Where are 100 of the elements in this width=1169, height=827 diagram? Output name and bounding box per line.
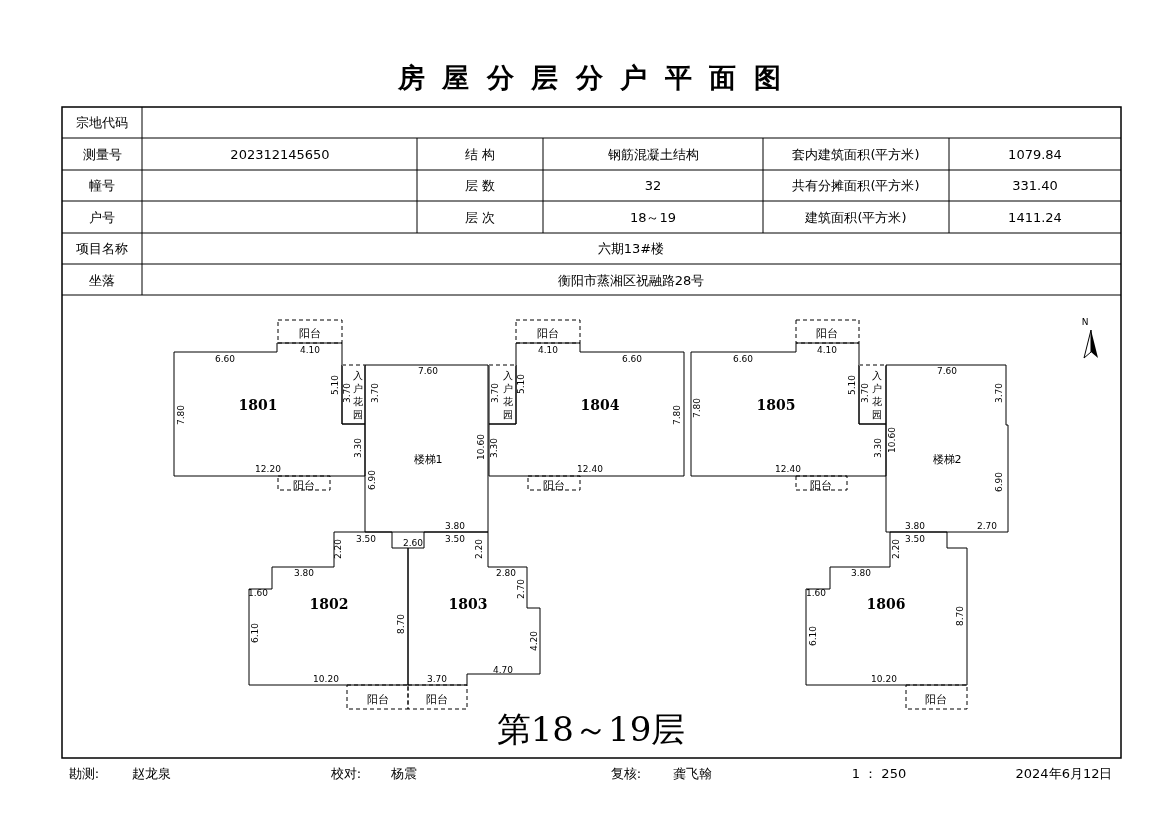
table-value: 202312145650 xyxy=(230,147,330,161)
dimension-label: 7.60 xyxy=(937,366,957,376)
unit-number: 1803 xyxy=(448,597,488,611)
balcony-area xyxy=(905,684,968,710)
dimension-label: 3.50 xyxy=(445,534,465,544)
balcony-area xyxy=(795,475,848,491)
dimension-label: 6.90 xyxy=(367,470,377,490)
balcony-area xyxy=(346,684,409,710)
table-label: 套内建筑面积(平方米) xyxy=(792,147,920,161)
entry-garden xyxy=(858,364,887,425)
dimension-label: 3.80 xyxy=(851,568,871,578)
dimension-label: 2.20 xyxy=(891,539,901,559)
dimension-label: 5.10 xyxy=(847,375,857,395)
dimension-label: 3.50 xyxy=(905,534,925,544)
date-text: 2024年6月12日 xyxy=(1015,766,1113,780)
table-value: 32 xyxy=(644,178,662,192)
dimension-label: 6.60 xyxy=(622,354,642,364)
dimension-label: 7.80 xyxy=(176,405,186,425)
dimension-label: 12.20 xyxy=(255,464,281,474)
dimension-label: 10.60 xyxy=(476,434,486,460)
dimension-label: 2.70 xyxy=(977,521,997,531)
dimension-label: 2.20 xyxy=(333,539,343,559)
dimension-label: 2.80 xyxy=(496,568,516,578)
stairwell xyxy=(885,364,1009,533)
table-label: 层 次 xyxy=(464,210,496,224)
room-label: 阳台 xyxy=(816,327,838,339)
apartment-unit xyxy=(488,342,685,477)
apartment-unit xyxy=(690,342,887,477)
dimension-label: 10.60 xyxy=(887,427,897,453)
balcony-area xyxy=(277,319,343,344)
dimension-label: 3.80 xyxy=(905,521,925,531)
signature-name: 杨震 xyxy=(391,766,417,780)
signature-name: 赵龙泉 xyxy=(131,766,171,780)
dimension-label: 2.70 xyxy=(516,579,526,599)
table-label: 坐落 xyxy=(89,273,115,287)
room-label: 楼梯2 xyxy=(932,453,962,465)
table-label: 宗地代码 xyxy=(76,115,128,129)
dimension-label: 5.10 xyxy=(516,374,526,394)
dimension-label: 8.70 xyxy=(955,606,965,626)
balcony-area xyxy=(795,319,860,344)
signature-role: 勘测: xyxy=(68,766,100,780)
dimension-label: 6.60 xyxy=(733,354,753,364)
room-label: 入户花园 xyxy=(503,369,513,421)
dimension-label: 6.60 xyxy=(215,354,235,364)
table-value: 钢筋混凝土结构 xyxy=(607,147,699,161)
dimension-label: 3.80 xyxy=(294,568,314,578)
dimension-label: 3.80 xyxy=(445,521,465,531)
dimension-label: 3.70 xyxy=(370,383,380,403)
apartment-unit xyxy=(173,342,366,477)
dimension-label: 6.90 xyxy=(994,472,1004,492)
table-label: 共有分摊面积(平方米) xyxy=(792,178,920,192)
dimension-label: 4.70 xyxy=(493,665,513,675)
table-label: 幢号 xyxy=(89,178,115,192)
dimension-label: 10.20 xyxy=(313,674,339,684)
dimension-label: 4.20 xyxy=(529,631,539,651)
dimension-label: 4.10 xyxy=(300,345,320,355)
dimension-label: 7.80 xyxy=(692,398,702,418)
balcony-area xyxy=(407,684,468,710)
dimension-label: 3.50 xyxy=(356,534,376,544)
signature-role: 校对: xyxy=(330,766,362,780)
dimension-label: 3.30 xyxy=(489,438,499,458)
stairwell xyxy=(364,364,489,533)
scale-text: 1 ： 250 xyxy=(851,766,907,780)
unit-number: 1805 xyxy=(756,398,796,412)
dimension-label: 7.80 xyxy=(672,405,682,425)
dimension-label: 8.70 xyxy=(396,614,406,634)
room-label: 阳台 xyxy=(367,693,389,705)
balcony-area xyxy=(515,319,581,344)
dimension-label: 7.60 xyxy=(418,366,438,376)
dimension-label: 3.70 xyxy=(342,383,352,403)
dimension-label: 6.10 xyxy=(250,623,260,643)
dimension-label: 3.70 xyxy=(994,383,1004,403)
signature-name: 龚飞翰 xyxy=(672,766,712,780)
table-label: 层 数 xyxy=(464,178,496,192)
table-label: 结 构 xyxy=(464,147,496,161)
dimension-label: 3.70 xyxy=(427,674,447,684)
dimension-label: 1.60 xyxy=(806,588,826,598)
room-label: 阳台 xyxy=(537,327,559,339)
entry-garden xyxy=(341,364,366,425)
floor-label: 第18～19层 xyxy=(496,712,686,746)
dimension-label: 12.40 xyxy=(775,464,801,474)
table-value: 衡阳市蒸湘区祝融路28号 xyxy=(557,273,705,287)
room-label: 阳台 xyxy=(810,479,832,491)
dimension-label: 12.40 xyxy=(577,464,603,474)
dimension-label: 2.20 xyxy=(474,539,484,559)
dimension-label: 1.60 xyxy=(248,588,268,598)
unit-number: 1804 xyxy=(580,398,620,412)
dimension-label: 5.10 xyxy=(330,375,340,395)
dimension-label: 3.70 xyxy=(490,383,500,403)
room-label: 入户花园 xyxy=(353,369,363,421)
dimension-label: 6.10 xyxy=(808,626,818,646)
table-value: 1411.24 xyxy=(1008,210,1062,224)
table-value: 18～19 xyxy=(629,210,677,224)
room-label: 阳台 xyxy=(299,327,321,339)
balcony-area xyxy=(527,475,581,491)
dimension-label: 3.30 xyxy=(873,438,883,458)
room-label: 阳台 xyxy=(426,693,448,705)
room-label: 阳台 xyxy=(543,479,565,491)
dimension-label: 3.30 xyxy=(353,438,363,458)
apartment-unit xyxy=(805,531,968,686)
